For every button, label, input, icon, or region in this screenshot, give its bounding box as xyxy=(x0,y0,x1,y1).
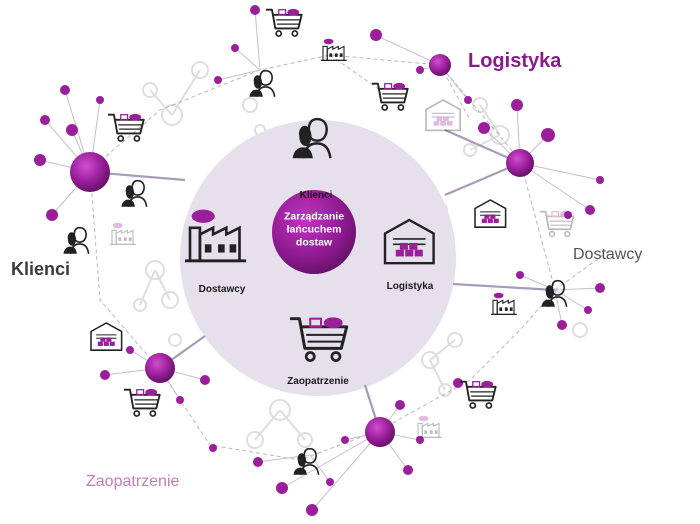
outer-warehouse-icon xyxy=(474,199,507,228)
outer-factory-icon xyxy=(490,292,518,316)
outer-cart-icon xyxy=(107,112,145,142)
core-label-line: łańcuchem xyxy=(286,223,342,236)
core-node xyxy=(272,190,356,274)
outer-cart-icon xyxy=(123,387,161,417)
outer-factory-icon xyxy=(320,38,348,62)
core-label-line: Zarządzanie xyxy=(283,210,345,223)
ghost-warehouse-icon xyxy=(425,99,462,132)
core-label-line: dostaw xyxy=(295,236,333,249)
outer-label-zaopatrzenie: Zaopatrzenie xyxy=(86,473,180,490)
outer-warehouse-icon xyxy=(90,322,123,351)
background-network xyxy=(133,61,588,449)
outer-hub-nodes xyxy=(70,54,534,447)
outer-label-logistyka: Logistyka xyxy=(468,50,562,72)
core-label: Zarządzanie łańcuchem dostaw xyxy=(269,211,359,250)
outer-cart-icon xyxy=(459,379,497,409)
ghost-factory-icon xyxy=(415,415,443,439)
outer-people-icon xyxy=(120,179,148,208)
inner-label-dostawcy: Dostawcy xyxy=(198,284,246,295)
outer-people-icon xyxy=(62,226,90,255)
outer-cart-icon xyxy=(265,7,303,37)
inner-label-klienci: Klienci xyxy=(299,190,333,201)
outer-people-icon xyxy=(292,447,320,476)
outer-cart-icon xyxy=(371,81,409,111)
outer-people-icon xyxy=(248,69,276,98)
ghost-factory-icon xyxy=(109,222,137,246)
outer-label-dostawcy: Dostawcy xyxy=(573,246,643,263)
inner-label-zaopatrzenie: Zaopatrzenie xyxy=(287,376,349,387)
inner-label-logistyka: Logistyka xyxy=(386,281,434,292)
outer-label-klienci: Klienci xyxy=(11,259,71,279)
ghost-cart-icon xyxy=(539,209,575,238)
satellite-nodes xyxy=(34,5,605,516)
